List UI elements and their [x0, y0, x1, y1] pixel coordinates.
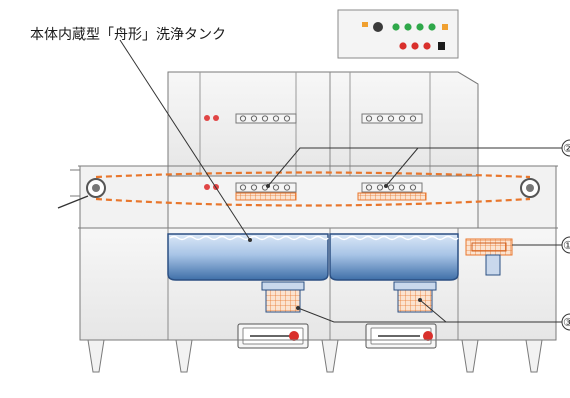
wash-arm-right	[357, 182, 427, 201]
marker-2: ②	[561, 139, 570, 157]
leveling-foot-icon	[525, 339, 543, 373]
marker-3: ③	[561, 313, 570, 331]
lamp-green-2	[404, 23, 412, 31]
dial-knob-icon	[373, 22, 383, 32]
marker-1: ①	[561, 236, 570, 254]
lamp-red-1	[399, 42, 407, 50]
drain-lever-icon	[237, 323, 309, 349]
lamp-green-3	[416, 23, 424, 31]
svg-text:①: ①	[563, 239, 570, 252]
upper-nozzles-left	[204, 113, 297, 124]
status-lamp-right	[442, 24, 448, 30]
wash-tank-right	[329, 233, 459, 281]
leveling-foot-icon	[461, 339, 479, 373]
conveyor-section	[57, 165, 558, 229]
leader-lines	[119, 39, 568, 323]
drain-lever-icon	[365, 323, 437, 349]
stop-switch	[438, 42, 445, 50]
upper-nozzles-right	[361, 113, 423, 124]
filter-basket-icon	[261, 281, 305, 313]
leveling-foot-icon	[175, 339, 193, 373]
lamp-red-2	[411, 42, 419, 50]
wash-arm-left	[204, 182, 297, 201]
leveling-foot-icon	[321, 339, 339, 373]
lamp-red-3	[423, 42, 431, 50]
status-lamp-left	[362, 22, 368, 27]
heater-element-icon	[465, 238, 513, 276]
filter-basket-icon	[393, 281, 437, 313]
svg-text:③: ③	[563, 316, 570, 329]
svg-text:②: ②	[563, 142, 570, 155]
lamp-green-4	[428, 23, 436, 31]
control-panel	[337, 9, 459, 59]
base-frame	[80, 339, 556, 373]
conveyor-belt	[95, 171, 531, 207]
lamp-green-1	[392, 23, 400, 31]
tank-caption: 本体内蔵型「舟形」洗浄タンク	[30, 27, 226, 43]
leveling-foot-icon	[87, 339, 105, 373]
wash-tank-left	[167, 233, 329, 281]
